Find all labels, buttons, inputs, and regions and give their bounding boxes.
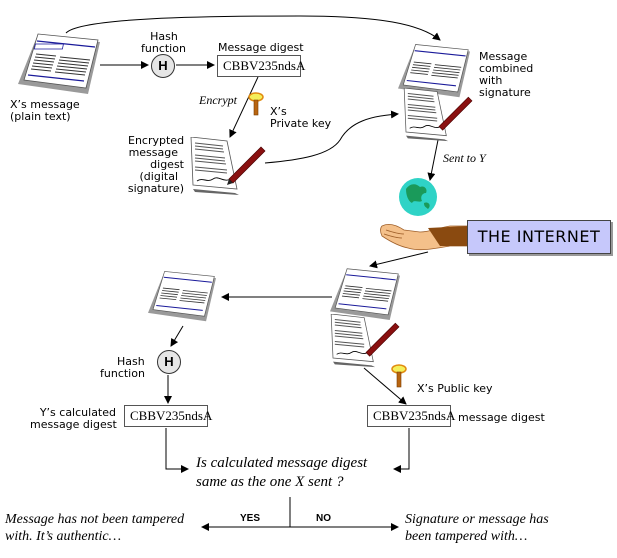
sender-hash-label-2: function bbox=[141, 42, 186, 55]
decrypted-digest-label: message digest bbox=[458, 411, 545, 424]
combined-signature-icon bbox=[403, 88, 473, 142]
sender-hash-label-1: Hash bbox=[150, 30, 178, 43]
globe-icon bbox=[399, 178, 437, 216]
private-key-label-2: Private key bbox=[270, 117, 332, 130]
receiver-hash-label-2: function bbox=[100, 367, 145, 380]
arrow-internet-to-receiver bbox=[369, 251, 429, 269]
combined-label-3: with bbox=[479, 74, 503, 87]
no-outcome-line-2: been tampered with… bbox=[405, 529, 528, 544]
sender-message-label-1: X’s message bbox=[10, 98, 80, 111]
encrypted-label-5: signature) bbox=[127, 182, 184, 195]
public-key-icon bbox=[391, 364, 407, 388]
arrow-message-to-combined bbox=[65, 15, 441, 41]
yes-outcome-line-1: Message has not been tampered bbox=[5, 512, 185, 527]
encrypted-label-4: (digital bbox=[139, 170, 178, 183]
arrow-calc-to-question bbox=[165, 428, 189, 473]
combined-label-2: combined bbox=[479, 62, 534, 75]
question-line-1: Is calculated message digest bbox=[196, 455, 368, 471]
no-label: NO bbox=[316, 513, 331, 524]
calc-digest-box: CBBV235ndsA bbox=[124, 405, 212, 427]
received-signature-icon bbox=[330, 314, 400, 368]
encrypt-label: Encrypt bbox=[199, 93, 237, 107]
received-newspaper-icon bbox=[330, 268, 400, 320]
combined-label-4: signature bbox=[479, 86, 531, 99]
calc-digest-label-2: message digest bbox=[30, 418, 117, 431]
hand-icon bbox=[380, 223, 468, 251]
receiver-hash-node: H bbox=[157, 350, 181, 374]
arrow-sent-to-internet bbox=[427, 139, 439, 181]
arrow-copy-to-hash bbox=[170, 325, 184, 347]
sender-message-label-2: (plain text) bbox=[10, 110, 71, 123]
copy-newspaper-icon bbox=[148, 271, 216, 322]
digest-title: Message digest bbox=[218, 41, 304, 54]
arrow-digest-to-encrypted bbox=[229, 76, 259, 138]
private-key-label-1: X’s bbox=[270, 105, 287, 118]
sender-hash-node: H bbox=[151, 54, 175, 78]
no-outcome-line-1: Signature or message has bbox=[405, 512, 549, 527]
combined-label-1: Message bbox=[479, 50, 528, 63]
sent-to-label: Sent to Y bbox=[443, 151, 486, 165]
arrow-decrypted-to-question bbox=[393, 428, 410, 473]
encrypted-label-2: message bbox=[128, 146, 178, 159]
combined-newspaper-icon bbox=[398, 44, 470, 98]
yes-label: YES bbox=[240, 513, 261, 524]
receiver-hash-label-1: Hash bbox=[117, 355, 145, 368]
arrow-signature-to-combined bbox=[264, 110, 399, 164]
question-line-2: same as the one X sent ? bbox=[196, 474, 344, 490]
decrypted-digest-box: CBBV235ndsA bbox=[367, 405, 455, 427]
newspaper-document-icon bbox=[18, 33, 100, 94]
encrypted-label-1: Encrypted bbox=[128, 134, 185, 147]
sender-digest-box: CBBV235ndsA bbox=[217, 55, 305, 77]
encrypted-label-3: digest bbox=[150, 158, 184, 171]
yes-outcome-line-2: with. It’s authentic… bbox=[5, 529, 122, 544]
signed-document-icon bbox=[190, 137, 266, 195]
key-icon bbox=[248, 92, 264, 116]
public-key-label: X’s Public key bbox=[417, 382, 493, 395]
arrow-signature-to-decrypted bbox=[363, 367, 407, 405]
internet-box: THE INTERNET bbox=[467, 220, 611, 254]
calc-digest-label-1: Y’s calculated bbox=[39, 406, 116, 419]
